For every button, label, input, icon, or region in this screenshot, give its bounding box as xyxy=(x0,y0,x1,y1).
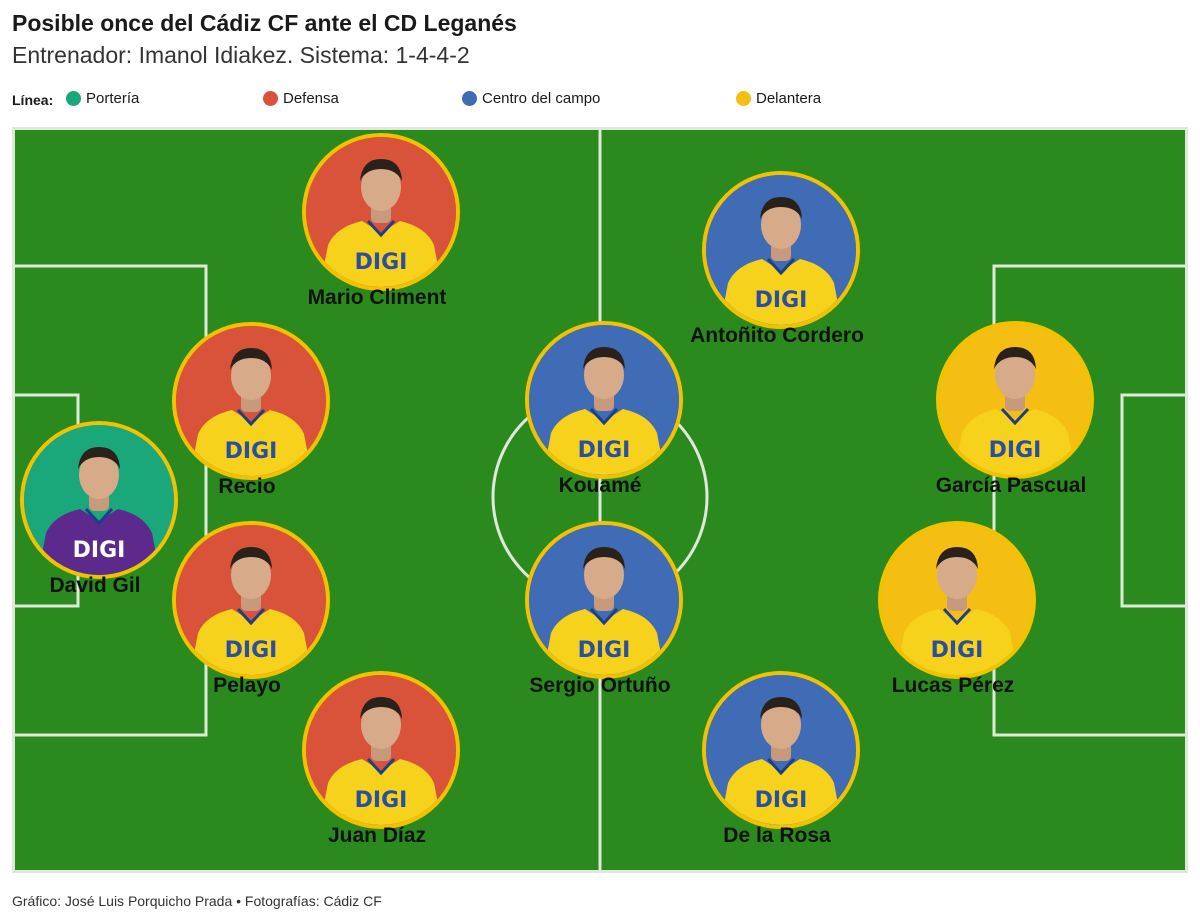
svg-text:DIGI: DIGI xyxy=(578,638,631,663)
player-name: De la Rosa xyxy=(723,824,831,847)
football-pitch xyxy=(12,127,1188,873)
legend-item-defensa: Defensa xyxy=(263,90,339,107)
player-name: Mario Climent xyxy=(307,286,447,309)
legend-label: Centro del campo xyxy=(482,90,601,107)
player-name: Juan Díaz xyxy=(327,824,427,847)
player-photo-placeholder: DIGI xyxy=(176,326,326,476)
right-goal-area xyxy=(1120,393,1188,608)
chart-title: Posible once del Cádiz CF ante el CD Leg… xyxy=(12,10,517,36)
svg-text:DIGI: DIGI xyxy=(225,638,278,663)
right-penalty-area xyxy=(992,264,1188,737)
left-penalty-area xyxy=(12,264,208,737)
player-name: Sergio Ortuño xyxy=(529,674,671,697)
player-card: DIGI Recio xyxy=(100,322,400,512)
player-photo-placeholder: DIGI xyxy=(176,525,326,675)
legend-label: Portería xyxy=(86,90,140,107)
player-card: DIGI De la Rosa xyxy=(630,671,930,861)
player-photo: DIGI xyxy=(302,671,460,829)
legend-label: Delantera xyxy=(756,90,822,107)
player-name: Recio xyxy=(218,475,276,498)
player-photo: DIGI xyxy=(525,321,683,479)
player-photo-placeholder: DIGI xyxy=(940,325,1090,475)
player-name: David Gil xyxy=(49,574,141,597)
svg-text:DIGI: DIGI xyxy=(989,438,1042,463)
svg-text:DIGI: DIGI xyxy=(355,788,408,813)
svg-text:DIGI: DIGI xyxy=(755,788,808,813)
player-photo: DIGI xyxy=(20,421,178,579)
legend-item-delantera: Delantera xyxy=(736,90,821,107)
player-photo-placeholder: DIGI xyxy=(306,675,456,825)
legend-dot-porteria xyxy=(66,91,81,106)
chart-subtitle: Entrenador: Imanol Idiakez. Sistema: 1-4… xyxy=(12,42,470,68)
svg-text:DIGI: DIGI xyxy=(931,638,984,663)
player-photo: DIGI xyxy=(702,171,860,329)
legend-title: Línea: xyxy=(12,92,54,108)
player-card: DIGI Kouamé xyxy=(453,321,753,511)
player-photo-placeholder: DIGI xyxy=(306,137,456,287)
credits-footer: Gráfico: José Luis Porquicho Prada • Fot… xyxy=(12,893,382,909)
player-photo: DIGI xyxy=(936,321,1094,479)
player-card: DIGI Pelayo xyxy=(100,521,400,711)
svg-text:DIGI: DIGI xyxy=(225,439,278,464)
player-photo-placeholder: DIGI xyxy=(882,525,1032,675)
svg-text:DIGI: DIGI xyxy=(755,288,808,313)
player-card: DIGI Mario Climent xyxy=(230,133,530,323)
player-photo: DIGI xyxy=(172,322,330,480)
svg-text:DIGI: DIGI xyxy=(578,438,631,463)
legend: Línea: Portería Defensa Centro del campo… xyxy=(12,90,1192,112)
player-name: García Pascual xyxy=(935,474,1087,497)
player-photo: DIGI xyxy=(525,521,683,679)
player-name: Kouamé xyxy=(558,474,642,497)
player-name: Antoñito Cordero xyxy=(690,324,864,347)
player-photo: DIGI xyxy=(172,521,330,679)
svg-text:DIGI: DIGI xyxy=(355,250,408,275)
player-photo-placeholder: DIGI xyxy=(706,675,856,825)
player-photo: DIGI xyxy=(302,133,460,291)
legend-dot-delantera xyxy=(736,91,751,106)
player-photo-placeholder: DIGI xyxy=(706,175,856,325)
player-photo: DIGI xyxy=(878,521,1036,679)
player-photo-placeholder: DIGI xyxy=(529,325,679,475)
player-name: Lucas Pérez xyxy=(891,674,1015,697)
player-card: DIGI Juan Díaz xyxy=(230,671,530,861)
player-photo-placeholder: DIGI xyxy=(24,425,174,575)
legend-dot-centro-del-campo xyxy=(462,91,477,106)
player-photo: DIGI xyxy=(702,671,860,829)
svg-text:DIGI: DIGI xyxy=(73,538,126,563)
player-name: Pelayo xyxy=(213,674,281,697)
player-card: DIGI David Gil xyxy=(0,421,248,611)
legend-label: Defensa xyxy=(283,90,339,107)
player-card: DIGI Lucas Pérez xyxy=(806,521,1106,711)
player-card: DIGI Antoñito Cordero xyxy=(630,171,930,361)
pitch-markings xyxy=(12,127,1188,873)
legend-item-centro-del-campo: Centro del campo xyxy=(462,90,600,107)
legend-dot-defensa xyxy=(263,91,278,106)
player-card: DIGI Sergio Ortuño xyxy=(453,521,753,711)
player-card: DIGI García Pascual xyxy=(864,321,1164,511)
player-photo-placeholder: DIGI xyxy=(529,525,679,675)
legend-item-porteria: Portería xyxy=(66,90,139,107)
